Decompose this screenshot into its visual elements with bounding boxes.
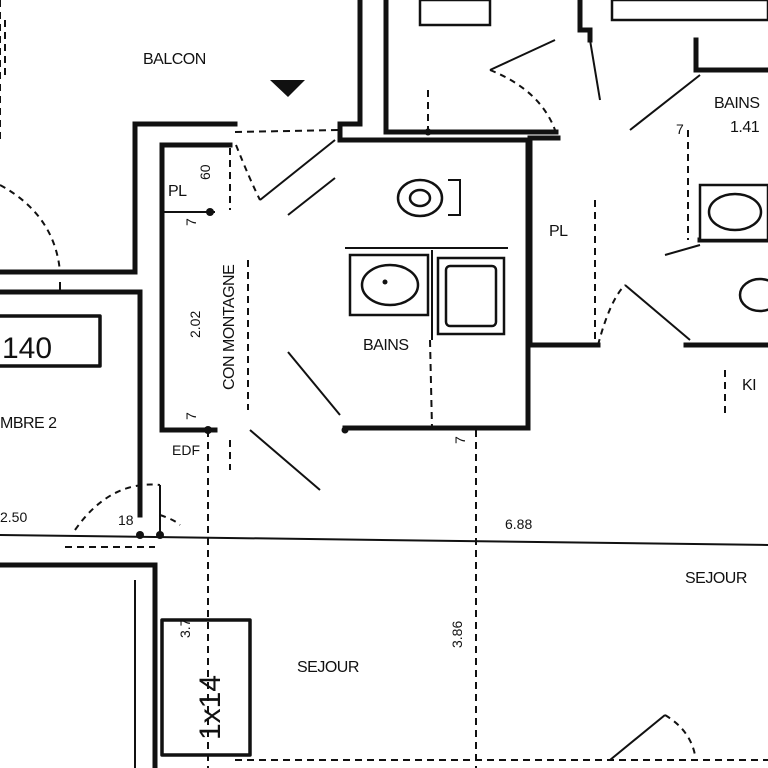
handwritten-box-1x14 — [160, 618, 252, 757]
label-edf: EDF — [172, 442, 200, 458]
dim-18: 18 — [118, 512, 134, 528]
label-bains-right-dim: 1.41 — [730, 119, 760, 136]
label-con-montagne: CON MONTAGNE — [221, 265, 238, 390]
label-sejour-right: SEJOUR — [685, 570, 747, 587]
handwritten-140: 140 — [2, 332, 52, 365]
room-labels: BALCON PL CON MONTAGNE BAINS PL BAINS 1.… — [0, 51, 760, 676]
handwritten-annotations: 140 1x14 — [2, 332, 227, 740]
toilet-bowl-icon — [408, 188, 432, 208]
level-marker-icon — [270, 80, 305, 97]
toilet-right-icon — [738, 277, 768, 313]
dim-7-center: 7 — [452, 436, 468, 444]
label-balcon: BALCON — [143, 51, 206, 68]
label-kitchen: KI — [742, 377, 756, 394]
label-sejour-left: SEJOUR — [297, 659, 359, 676]
label-chambre: MBRE 2 — [0, 415, 57, 432]
counter-top-icon — [610, 0, 768, 22]
dim-7-top: 7 — [183, 218, 199, 226]
dimension-labels: 60 7 2.02 7 7 2.50 18 6.88 3.86 3.7 7 — [0, 121, 684, 648]
label-pl-small: PL — [168, 183, 187, 200]
label-bains-right: BAINS — [714, 95, 760, 112]
shower-basin-icon — [444, 264, 498, 328]
dim-60: 60 — [197, 164, 213, 180]
washbasin-icon — [360, 263, 420, 307]
dim-7-right: 7 — [676, 121, 684, 137]
dim-7-mid: 7 — [183, 412, 199, 420]
washbasin-right-icon — [707, 192, 763, 232]
dim-202: 2.02 — [187, 311, 203, 338]
handwritten-box-140 — [0, 314, 102, 368]
dim-250: 2.50 — [0, 509, 27, 525]
dim-37: 3.7 — [177, 618, 193, 638]
label-bains-center: BAINS — [363, 337, 409, 354]
door-swings — [0, 39, 701, 761]
dim-386: 3.86 — [449, 621, 465, 648]
appliance-top-icon — [418, 0, 492, 27]
handwritten-1x14: 1x14 — [194, 675, 227, 740]
dim-688: 6.88 — [505, 516, 532, 532]
label-pl-right: PL — [549, 223, 568, 240]
